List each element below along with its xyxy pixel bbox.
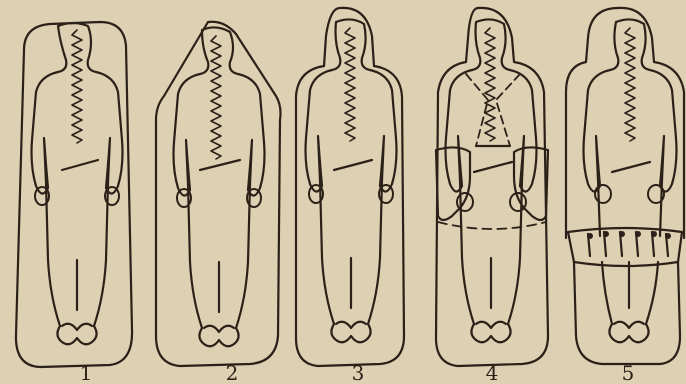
- panel-label-2: 2: [226, 361, 239, 384]
- panel-label-5: 5: [622, 361, 635, 384]
- panel-3-zigzag-seam: [345, 28, 355, 141]
- panel-label-3: 3: [352, 361, 365, 384]
- panel-3-tie: [334, 160, 372, 170]
- panel-2: [156, 22, 281, 366]
- panel-2-tie: [200, 160, 240, 170]
- panel-label-4: 4: [486, 361, 499, 384]
- panel-4-body-outline: [446, 19, 537, 342]
- panel-2-bag-outline: [156, 22, 281, 366]
- panel-2-zigzag-seam: [211, 36, 221, 159]
- panel-label-1: 1: [80, 361, 93, 384]
- panel-5-body-outline: [584, 19, 677, 342]
- panel-4-tie: [474, 162, 512, 172]
- panel-5: [566, 8, 684, 364]
- panel-1: [16, 22, 132, 367]
- panel-1-tie: [62, 160, 98, 170]
- panel-4: [436, 8, 548, 366]
- panel-5-zigzag-seam: [625, 28, 635, 141]
- panel-5-tie: [612, 162, 650, 172]
- panel-4-straps: [466, 74, 520, 146]
- panel-1-zigzag-seam: [72, 30, 82, 143]
- panel-4-zigzag-seam: [485, 28, 495, 141]
- panel-5-drawstring-band: [568, 228, 682, 266]
- panel-1-body-outline: [32, 23, 123, 344]
